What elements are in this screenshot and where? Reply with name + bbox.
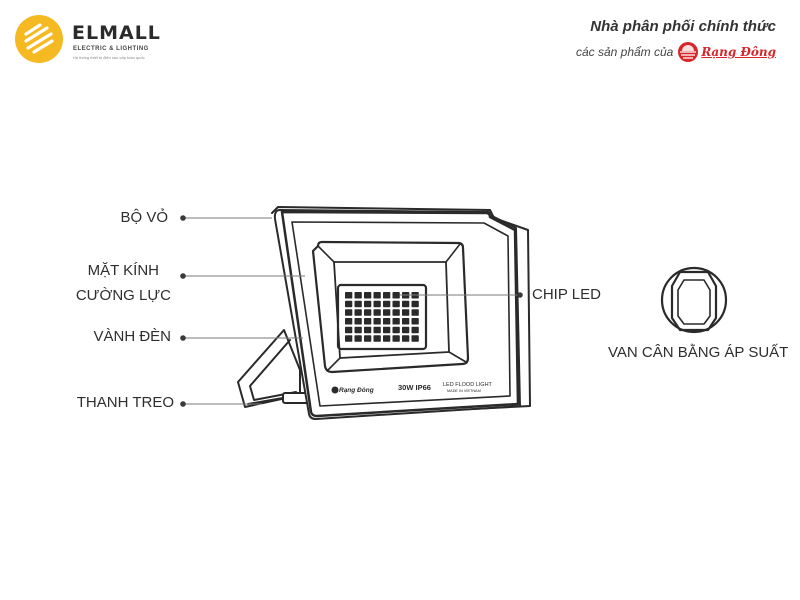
frame-spec-mark: 30W IP66 <box>398 383 431 392</box>
led-board <box>336 283 428 351</box>
leader-dot-thanh-treo <box>180 401 186 407</box>
led-chip <box>392 300 400 308</box>
led-chip <box>373 335 381 342</box>
led-chip <box>373 300 381 308</box>
rang-dong-brand: Rạng Đông <box>701 45 776 59</box>
leader-dot-chip-led <box>517 292 523 298</box>
led-chip <box>354 335 362 342</box>
led-chip <box>383 292 391 299</box>
led-chip <box>364 335 372 342</box>
led-chip <box>373 292 381 299</box>
label-mat-kinh-line2: CƯỜNG LỰC <box>75 287 171 304</box>
led-chip <box>364 292 372 299</box>
led-chip <box>364 300 372 308</box>
led-chip <box>364 309 372 316</box>
led-chip <box>392 309 400 316</box>
frame-type-mark: LED FLOOD LIGHT <box>443 382 493 388</box>
led-chip <box>364 326 372 334</box>
led-chip <box>411 309 419 316</box>
led-chip <box>345 300 353 308</box>
bracket-arm-inner <box>249 339 297 401</box>
led-chip <box>383 318 391 325</box>
led-chip <box>373 318 381 325</box>
led-chip <box>402 300 410 308</box>
led-chip-grid <box>345 292 419 342</box>
label-bo-vo: BỘ VỎ <box>120 209 168 226</box>
led-chip <box>402 326 410 334</box>
frame-brand-mark: Rạng Đông <box>339 387 374 394</box>
led-chip <box>402 309 410 316</box>
rang-dong-logo[interactable]: Rạng Đông <box>677 41 776 63</box>
elmall-brand-name: ELMALL <box>72 22 161 44</box>
label-van-can-bang: VAN CÂN BẰNG ÁP SUẤT <box>608 344 789 361</box>
led-chip <box>411 335 419 342</box>
led-chip <box>345 292 353 299</box>
led-chip <box>402 335 410 342</box>
led-chip <box>364 318 372 325</box>
label-thanh-treo: THANH TREO <box>76 394 174 411</box>
label-mat-kinh-line1: MẶT KÍNH <box>87 262 159 279</box>
leader-dot-mat-kinh <box>180 273 186 279</box>
led-chip <box>345 326 353 334</box>
led-chip <box>411 326 419 334</box>
led-chip <box>383 335 391 342</box>
elmall-logo-icon <box>15 15 63 63</box>
led-chip <box>345 318 353 325</box>
distributor-subtitle: các sản phẩm của <box>575 45 674 59</box>
elmall-tagline: Hệ thống thiết bị điện cao cấp toàn quốc <box>73 55 145 60</box>
led-chip <box>354 300 362 308</box>
pressure-valve-detail <box>660 266 728 334</box>
rang-dong-sun-icon <box>678 42 699 62</box>
led-chip <box>373 309 381 316</box>
led-chip <box>402 318 410 325</box>
led-chip <box>345 335 353 342</box>
led-chip <box>354 292 362 299</box>
led-chip <box>383 309 391 316</box>
distributor-line: các sản phẩm của Rạng Đông <box>576 41 776 63</box>
led-chip <box>354 318 362 325</box>
led-chip <box>392 335 400 342</box>
frame-brand-icon <box>331 386 339 394</box>
led-chip <box>392 318 400 325</box>
reflector-outer <box>311 240 470 374</box>
leader-dot-vanh-den <box>180 335 186 341</box>
elmall-logo[interactable]: ELMALL ELECTRIC & LIGHTING Hệ thống thiế… <box>14 14 164 66</box>
led-chip <box>383 326 391 334</box>
led-chip <box>373 326 381 334</box>
led-chip <box>411 318 419 325</box>
label-chip-led: CHIP LED <box>532 286 601 303</box>
glass-border <box>291 221 511 407</box>
bracket-arm <box>237 329 301 408</box>
led-chip <box>354 309 362 316</box>
distributor-title: Nhà phân phối chính thức <box>590 18 776 35</box>
label-vanh-den: VÀNH ĐÈN <box>93 328 171 345</box>
distributor-banner: Nhà phân phối chính thức các sản phẩm củ… <box>576 18 776 63</box>
led-chip <box>411 300 419 308</box>
frame-origin-mark: MADE IN VIETNAM <box>447 389 481 393</box>
elmall-subtitle: ELECTRIC & LIGHTING <box>73 46 149 52</box>
led-chip <box>383 300 391 308</box>
led-chip <box>392 326 400 334</box>
led-chip <box>392 292 400 299</box>
led-chip <box>345 309 353 316</box>
led-chip <box>354 326 362 334</box>
leader-dot-bo-vo <box>180 215 186 221</box>
